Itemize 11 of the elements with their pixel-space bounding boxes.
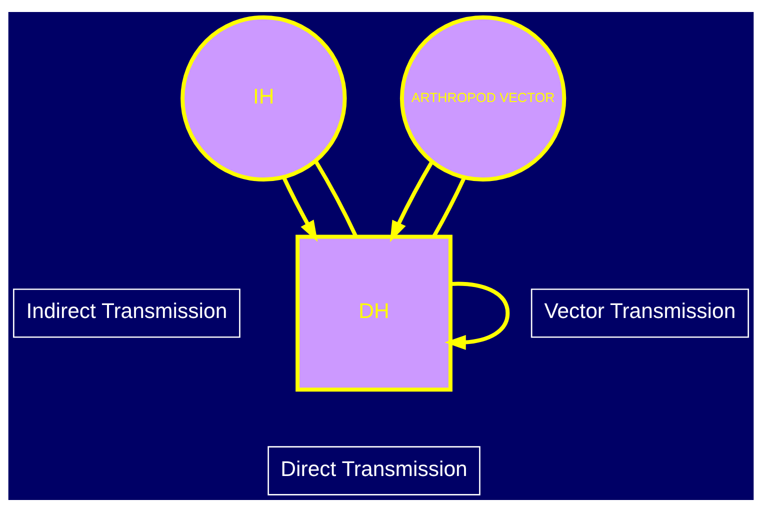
node-circle: ARTHROPOD VECTOR (400, 15, 566, 182)
node-box: Vector Transmission (530, 288, 749, 338)
node-box: DH (296, 234, 452, 392)
connector (432, 176, 466, 238)
connector (314, 160, 358, 238)
node-box: Indirect Transmission (13, 288, 240, 338)
node-circle: IH (180, 15, 347, 182)
arrow (282, 176, 318, 242)
arrow (390, 160, 434, 242)
arrow (444, 282, 510, 350)
node-box: Direct Transmission (268, 446, 480, 496)
